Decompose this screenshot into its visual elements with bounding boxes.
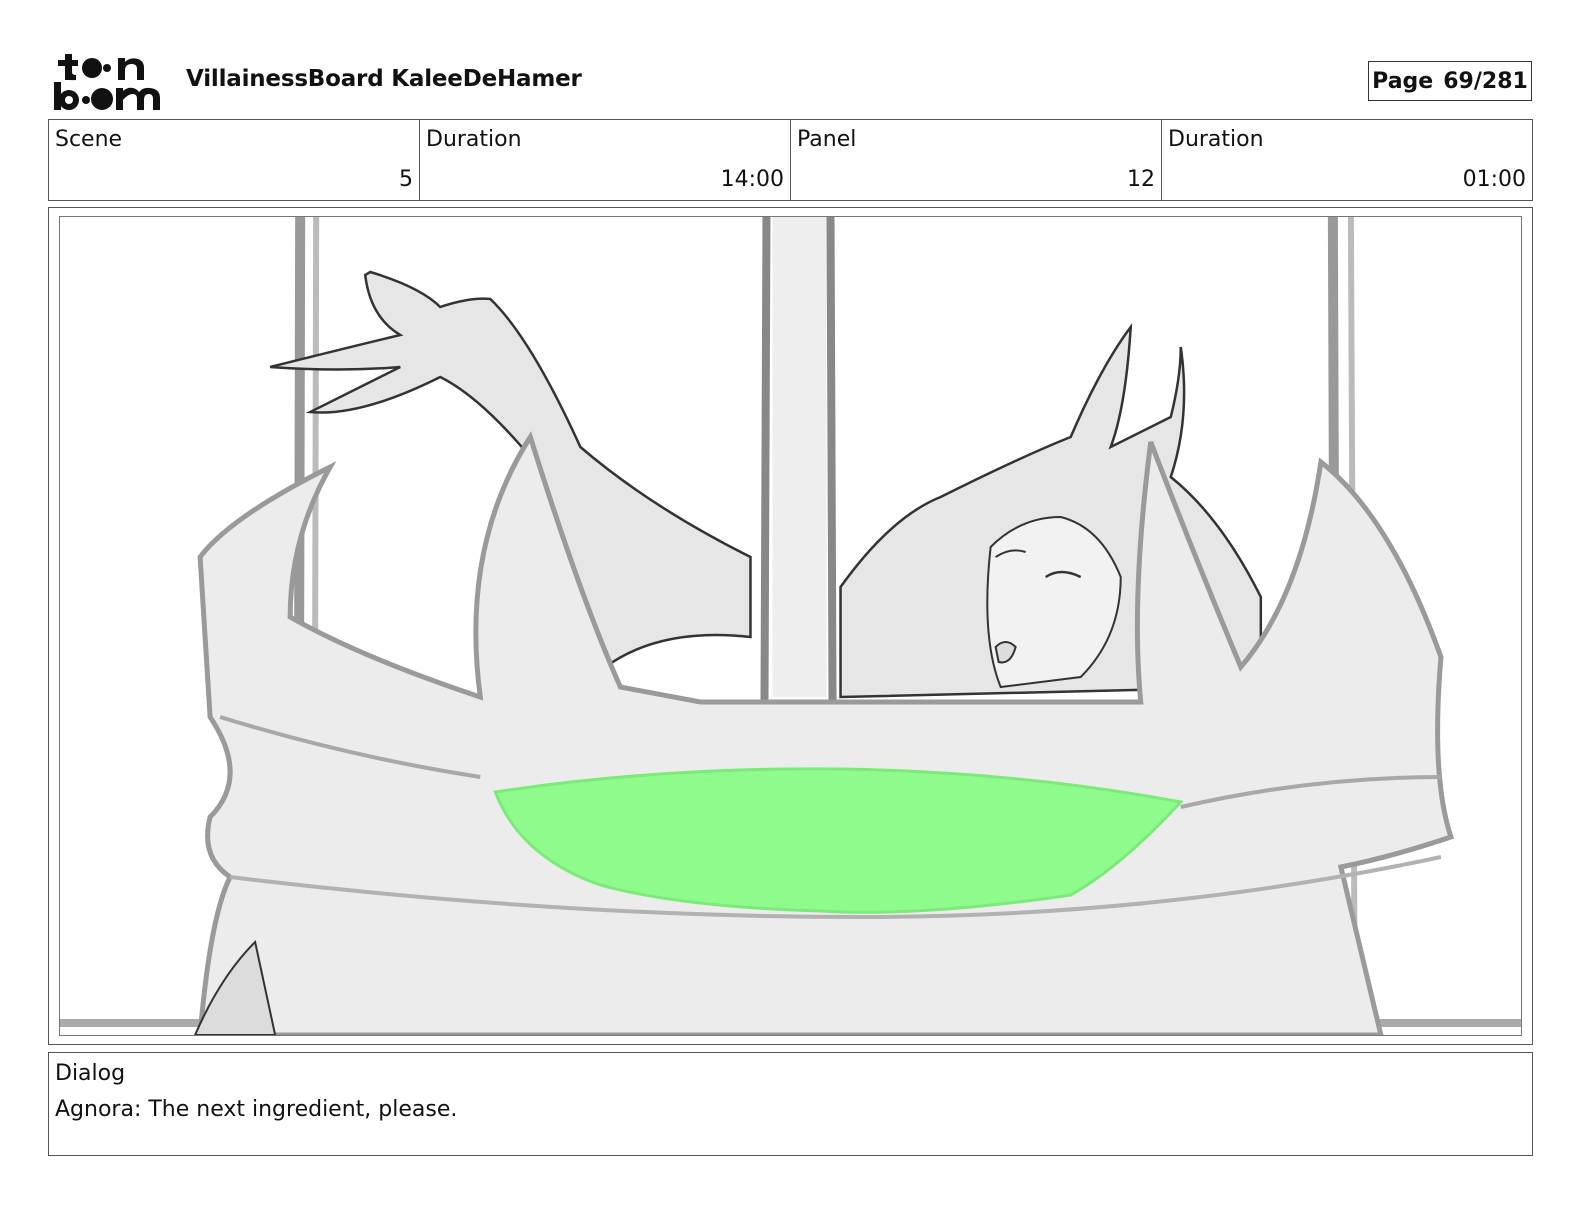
panel-label: Panel	[797, 127, 857, 152]
page-number: 69/281	[1443, 68, 1528, 94]
scene-duration-value: 14:00	[720, 167, 784, 192]
info-row: Scene 5 Duration 14:00 Panel 12 Duration…	[48, 119, 1533, 201]
dialog-text: Agnora: The next ingredient, please.	[55, 1097, 458, 1122]
panel-value: 12	[1127, 167, 1155, 192]
page-label: Page	[1372, 68, 1434, 94]
panel-duration-cell: Duration 01:00	[1162, 120, 1532, 200]
project-title: VillainessBoard KaleeDeHamer	[186, 66, 582, 92]
panel-frame	[48, 207, 1533, 1045]
scene-cell: Scene 5	[49, 120, 420, 200]
panel-duration-value: 01:00	[1462, 167, 1526, 192]
scene-duration-cell: Duration 14:00	[420, 120, 791, 200]
toonboom-logo	[52, 50, 164, 112]
dialog-box: Dialog Agnora: The next ingredient, plea…	[48, 1052, 1533, 1156]
scene-value: 5	[399, 167, 413, 192]
panel-duration-label: Duration	[1168, 127, 1264, 152]
panel-cell: Panel 12	[791, 120, 1162, 200]
page-indicator: Page 69/281	[1368, 61, 1532, 101]
dialog-label: Dialog	[55, 1061, 126, 1086]
scene-duration-label: Duration	[426, 127, 522, 152]
scene-label: Scene	[55, 127, 123, 152]
storyboard-sketch-image	[59, 216, 1522, 1036]
